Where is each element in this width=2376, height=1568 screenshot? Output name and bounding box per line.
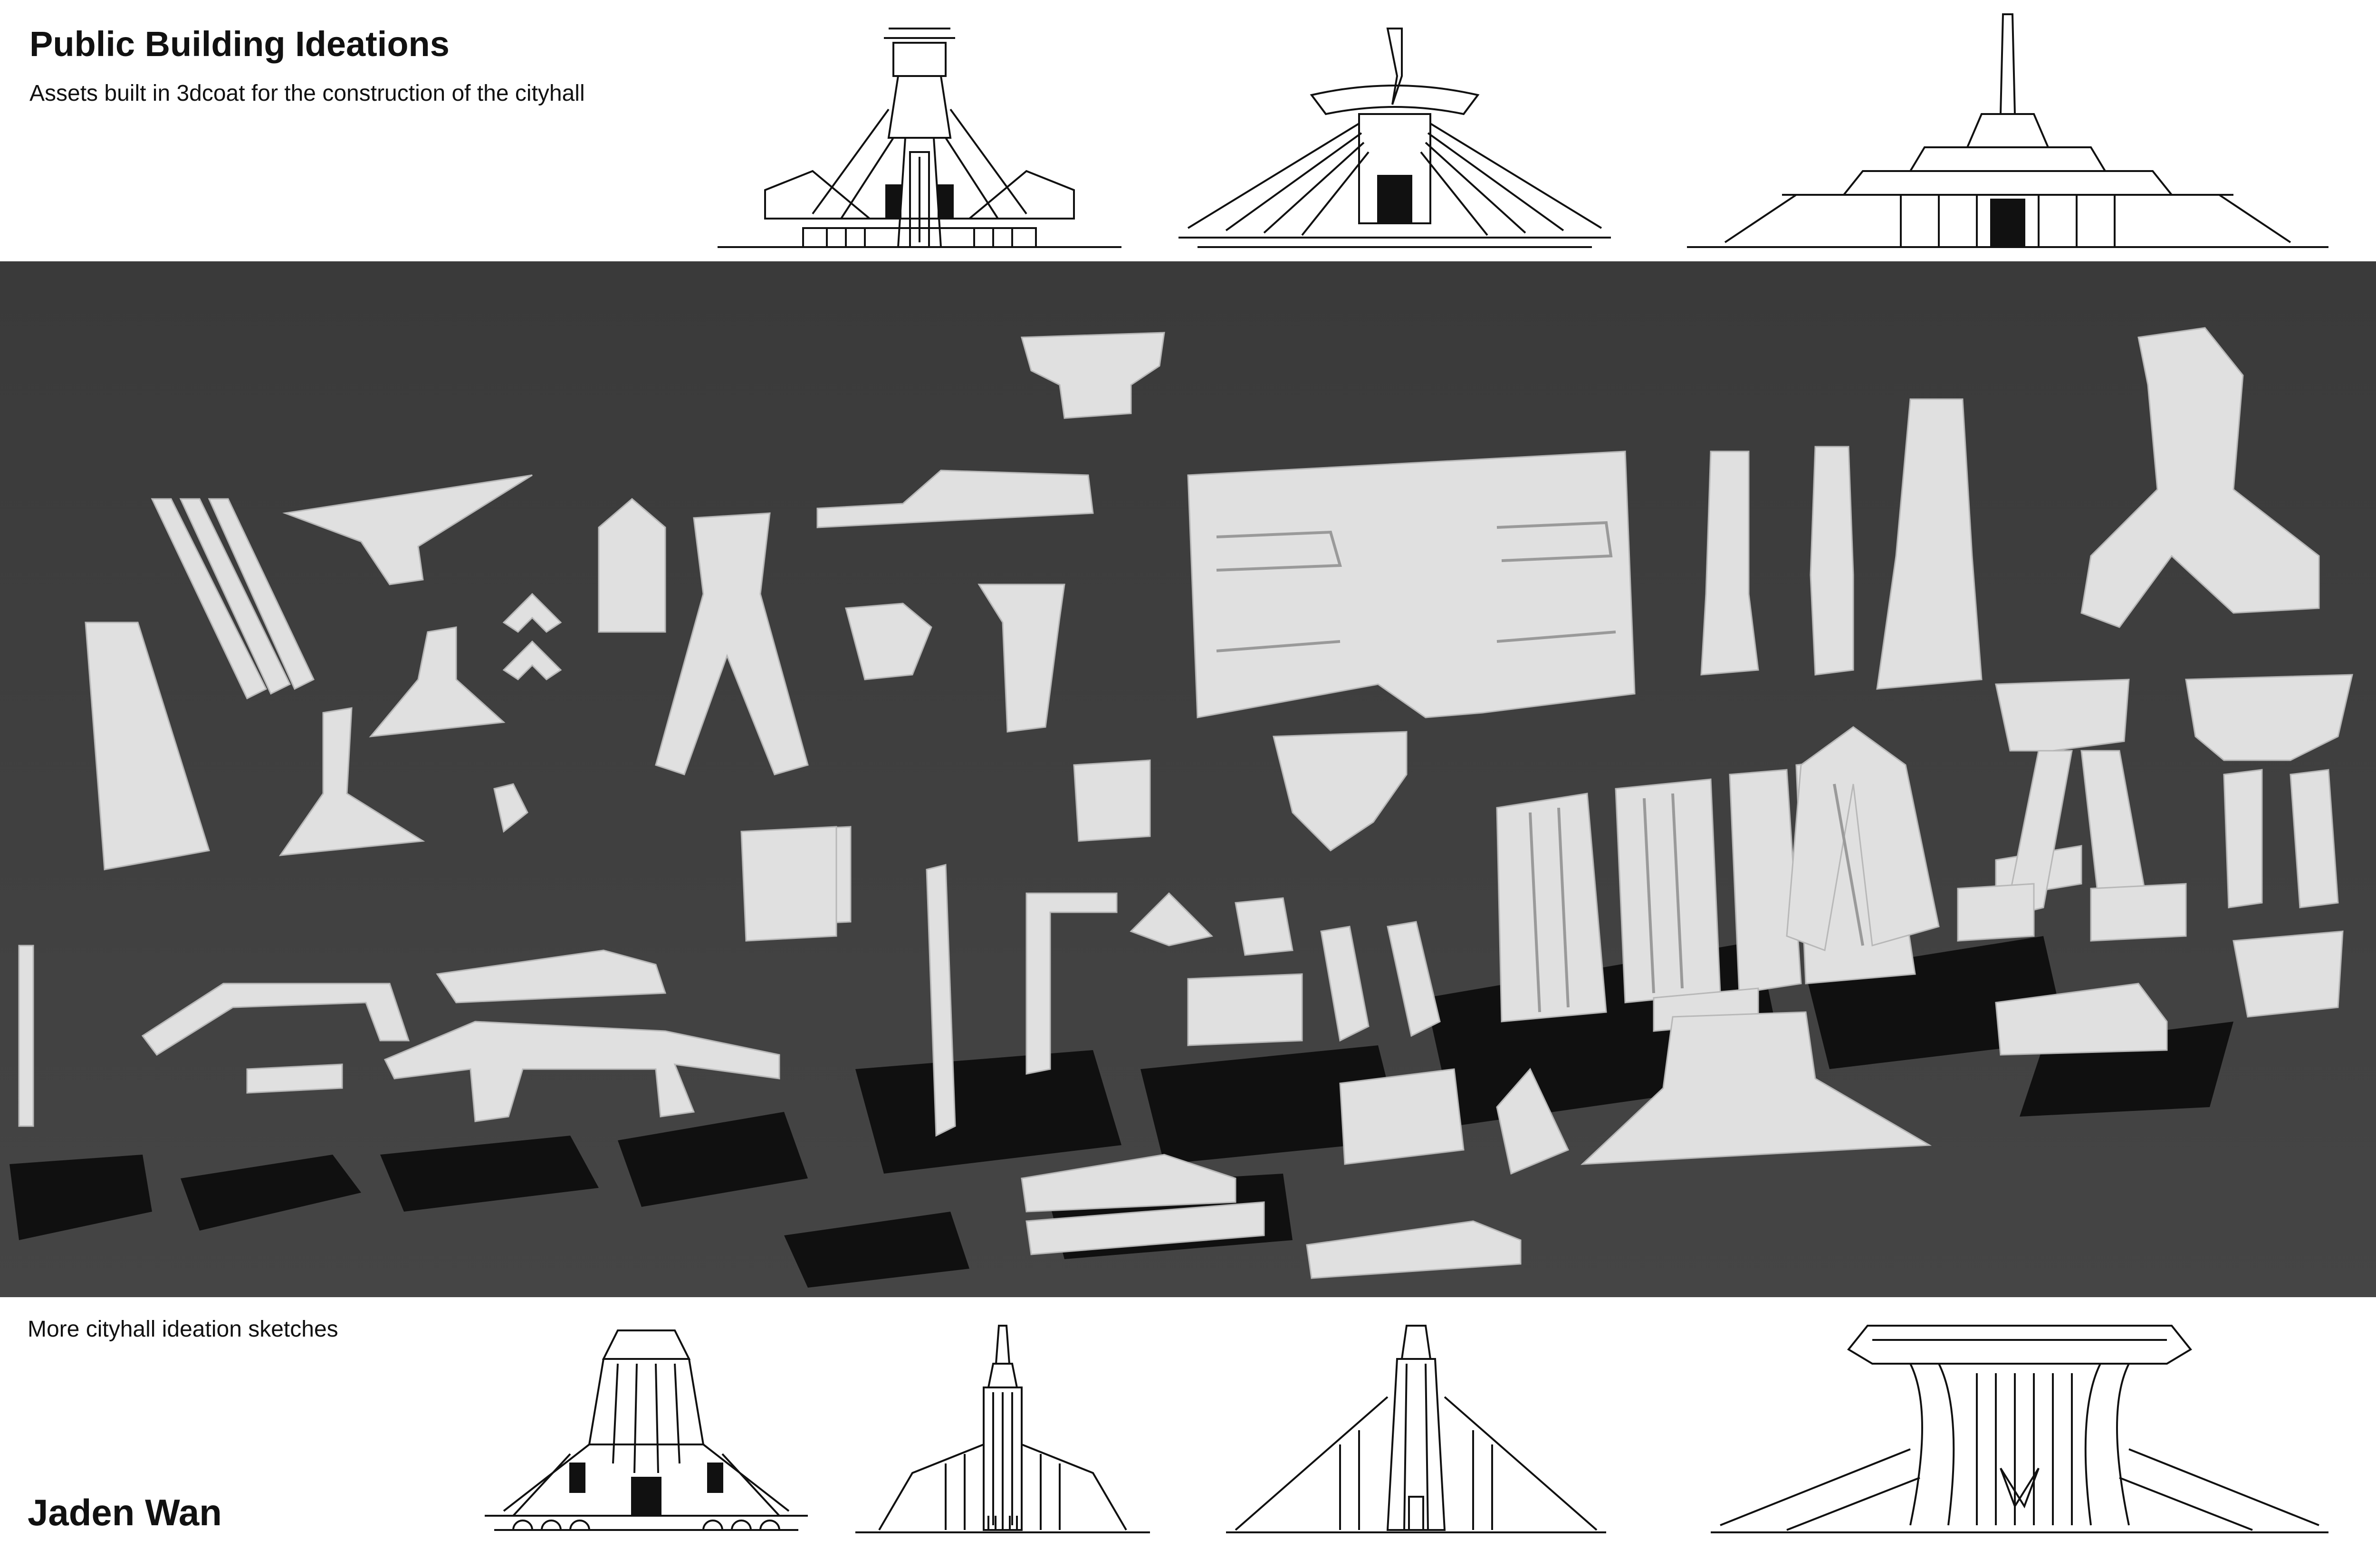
page-title: Public Building Ideations (29, 24, 450, 64)
more-sketches-label: More cityhall ideation sketches (28, 1317, 338, 1342)
bottom-sketch-ribbed-temple (475, 1321, 817, 1544)
page-subtitle: Assets built in 3dcoat for the construct… (29, 81, 585, 106)
asset-render (0, 261, 2376, 1297)
top-sketch-tower (718, 14, 1121, 252)
author-name: Jaden Wan (28, 1492, 222, 1533)
bottom-sketch-angular-tower (1226, 1321, 1606, 1539)
top-sketch-pavilion (1169, 19, 1620, 252)
top-sketch-stepped-pyramid (1687, 10, 2328, 252)
bottom-sketch-spire (851, 1321, 1155, 1539)
bottom-sketch-canopy (1711, 1316, 2328, 1544)
